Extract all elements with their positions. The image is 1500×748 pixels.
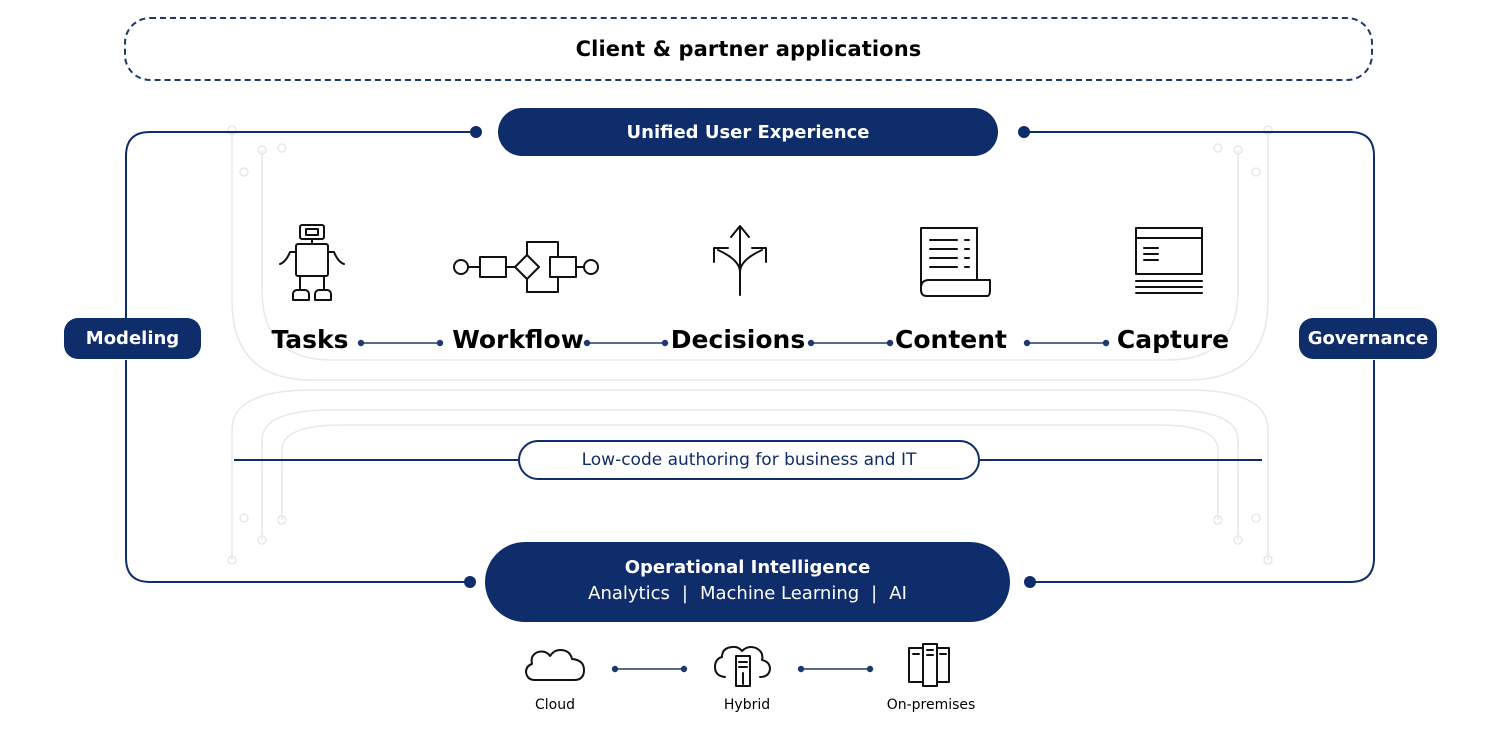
ops-item-analytics: Analytics — [588, 583, 670, 604]
hybrid-cloud-icon — [714, 645, 771, 687]
deployment-hybrid-label: Hybrid — [723, 697, 771, 713]
ops-item-machine-learning: Machine Learning — [699, 583, 860, 604]
decorative-circuit-lines — [227, 125, 1273, 565]
stage-capture: Capture — [1116, 325, 1230, 354]
operational-intelligence-title: Operational Intelligence — [624, 557, 871, 578]
governance-pill: Governance — [1299, 318, 1437, 359]
stage-content: Content — [895, 325, 1007, 354]
deployment-on-premises-label: On-premises — [886, 697, 976, 713]
servers-icon — [908, 643, 950, 687]
deployment-cloud-label: Cloud — [535, 697, 575, 713]
low-code-authoring-label: Low-code authoring for business and IT — [581, 450, 917, 470]
ops-separator: | — [871, 583, 878, 604]
browser-window-icon — [1135, 227, 1203, 294]
modeling-label: Modeling — [85, 328, 180, 349]
stage-decisions: Decisions — [670, 325, 806, 354]
document-icon — [920, 227, 991, 297]
stage-tasks: Tasks — [271, 325, 349, 354]
operational-intelligence-items: Analytics | Machine Learning | AI — [588, 580, 907, 608]
decision-arrows-icon — [713, 225, 767, 296]
modeling-pill: Modeling — [64, 318, 201, 359]
ops-item-ai: AI — [889, 583, 907, 604]
unified-user-experience-label: Unified User Experience — [626, 121, 870, 143]
workflow-icon — [453, 241, 599, 293]
cloud-icon — [525, 649, 585, 681]
stage-workflow: Workflow — [452, 325, 584, 354]
governance-label: Governance — [1307, 328, 1429, 349]
operational-intelligence-pill: Operational Intelligence Analytics | Mac… — [485, 542, 1010, 622]
ops-separator: | — [681, 583, 688, 604]
client-applications-box: Client & partner applications — [124, 17, 1373, 81]
client-applications-title: Client & partner applications — [575, 37, 922, 61]
robot-icon — [279, 224, 345, 301]
low-code-authoring-box: Low-code authoring for business and IT — [518, 440, 980, 480]
unified-user-experience-pill: Unified User Experience — [498, 108, 998, 156]
